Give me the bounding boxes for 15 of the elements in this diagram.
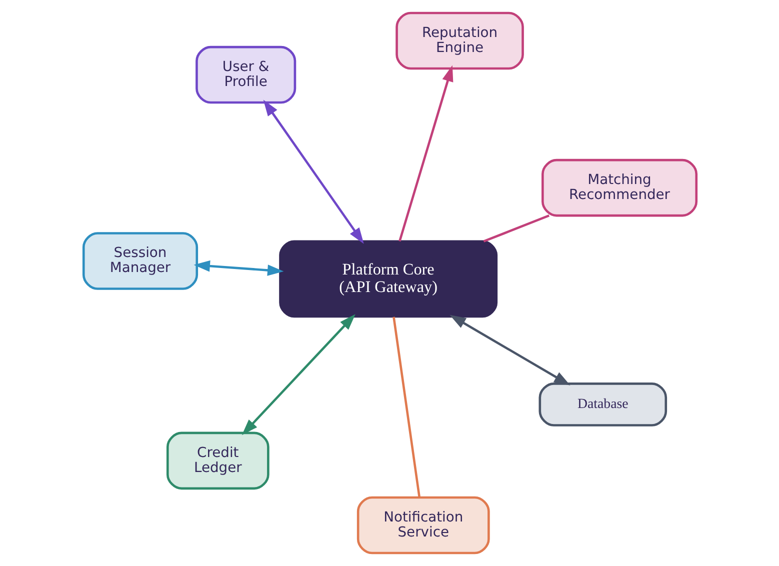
arrow: [262, 100, 364, 244]
arrow: [449, 314, 570, 386]
node-box: Matching Recommender: [541, 158, 698, 217]
node-box: Notification Service: [356, 496, 490, 554]
node-box: Reputation Engine: [395, 12, 524, 70]
connector: [392, 316, 420, 498]
node-box: Platform Core (API Gateway): [278, 240, 498, 318]
node-box: User & Profile: [195, 46, 296, 104]
node-box: Session Manager: [82, 232, 198, 290]
node-box: Database: [538, 382, 667, 426]
arrow: [193, 260, 284, 276]
connector: [482, 214, 550, 242]
arrow: [398, 65, 453, 242]
node-box: Credit Ledger: [166, 432, 269, 490]
arrow: [241, 314, 355, 436]
